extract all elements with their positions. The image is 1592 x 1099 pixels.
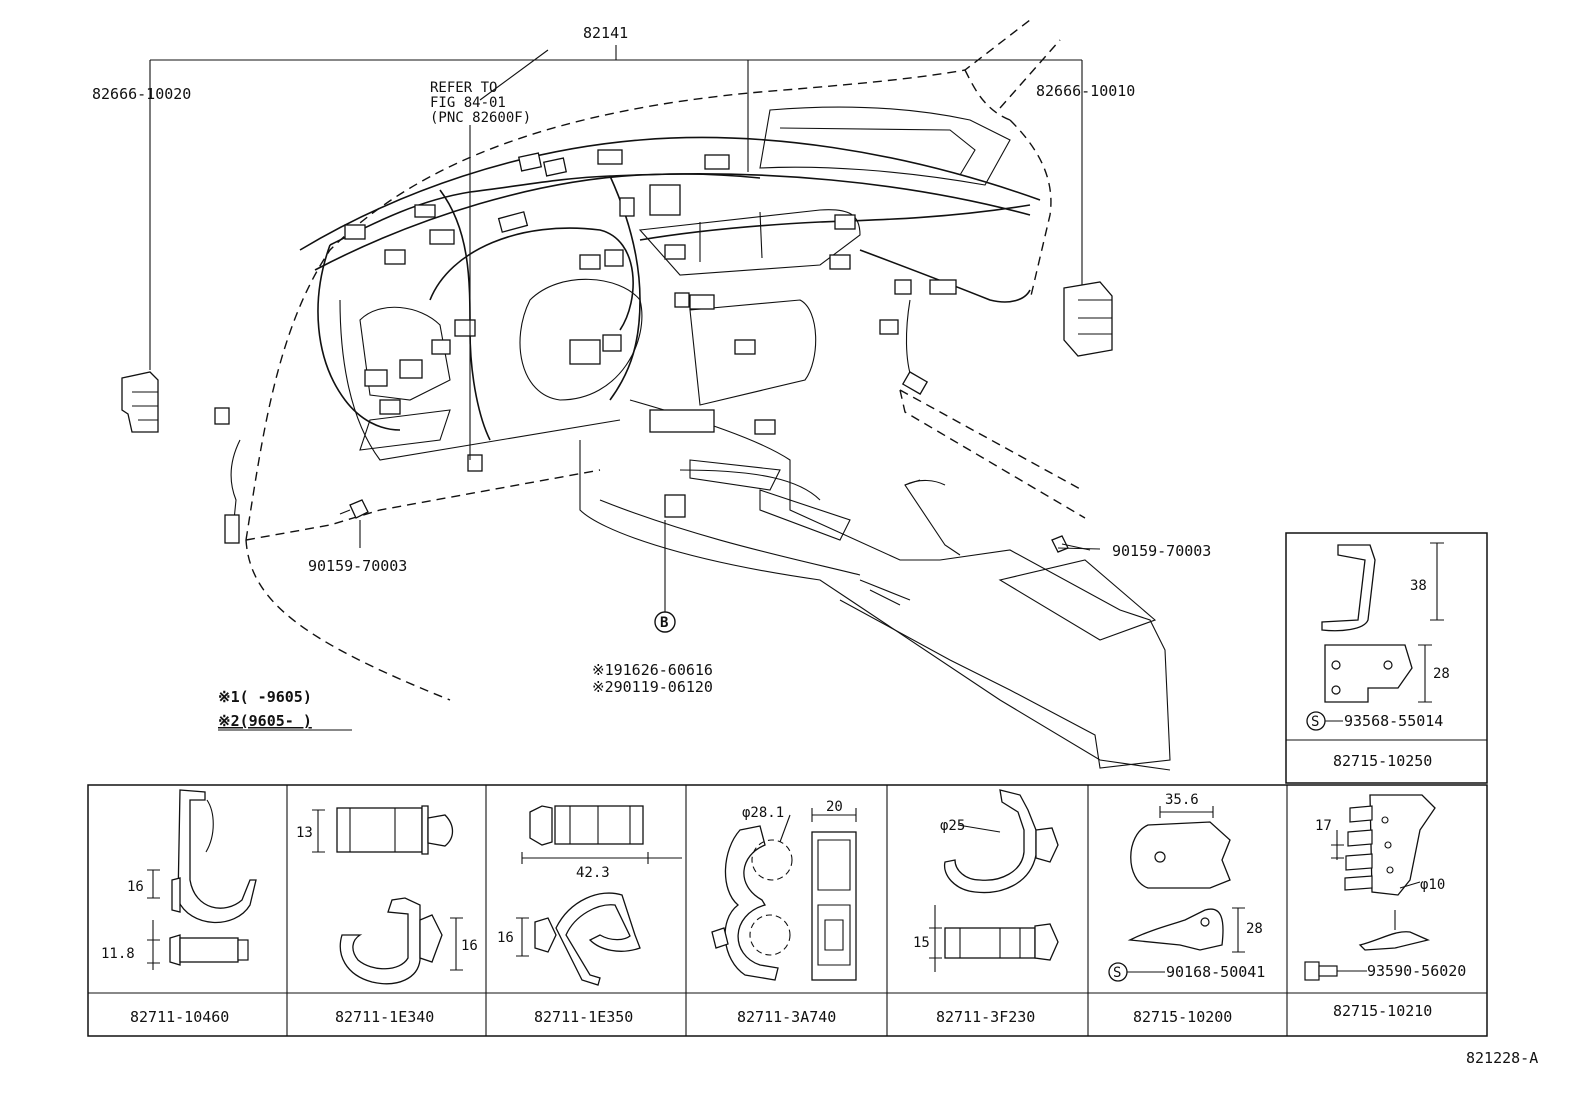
cell3-dim-42-3: 42.3 [576,865,610,881]
bolt-90159-70003-left [339,499,369,519]
figure-code: 821228-A [1466,1049,1538,1067]
cell2-dim-13: 13 [296,825,313,841]
cell6-marker-s: S [1113,965,1121,981]
instrument-panel-wire-harness-drawing [121,19,1171,771]
label-82715-10250: 82715-10250 [1333,752,1432,770]
cell7-dim-17: 17 [1315,818,1332,834]
clip-b-marker-circle [654,611,676,633]
refer-note-line2: FIG 84-01 [430,95,506,111]
detail-box-82715-10250: 38 28 S 93568-55014 82715-10250 [1285,532,1488,784]
cell7-sub-part: 93590-56020 [1367,962,1466,980]
detail-cell-82715-10200: 35.6 28 S 90168-50041 82715-10200 [1108,792,1265,1026]
cell4-part: 82711-3A740 [737,1008,836,1026]
cell6-dim-35-6: 35.6 [1165,792,1199,808]
detail-cell-82711-1E350: 42.3 16 82711-1E350 [497,805,682,1026]
dim-38: 38 [1410,578,1427,594]
label-82666-10020: 82666-10020 [92,85,191,103]
cell4-dim-20: 20 [826,799,843,815]
label-82666-10010: 82666-10010 [1036,82,1135,100]
clip-b-letter: B [660,615,668,631]
detail-cell-82715-10210: 17 φ10 93590-56020 82715-10210 [1304,794,1466,1020]
cell6-part: 82715-10200 [1133,1008,1232,1026]
screw-marker-s: S [1311,714,1319,730]
refer-note-line3: (PNC 82600F) [430,110,531,126]
detail-cell-82711-3F230: φ25 15 82711-3F230 [913,789,1059,1026]
screw-part-93568-55014: 93568-55014 [1344,712,1443,730]
cell3-dim-16: 16 [497,930,514,946]
label-82141: 82141 [583,24,628,42]
cell4-dim-phi28-1: φ28.1 [742,805,784,821]
cell6-sub-part: 90168-50041 [1166,963,1265,981]
cell1-part: 82711-10460 [130,1008,229,1026]
detail-cell-82711-10460: 16 11.8 82711-10460 [101,789,257,1026]
cell5-part: 82711-3F230 [936,1008,1035,1026]
label-bolt-left: 90159-70003 [308,557,407,575]
bolt-90159-70003-right [1051,535,1091,553]
cell5-dim-15: 15 [913,935,930,951]
legend-line1: ※1( -9605) [218,688,312,706]
detail-table [87,784,1488,1037]
label-clip-b-part2: ※290119-06120 [592,678,713,696]
bracket-82666-10020 [121,371,159,433]
legend-line2: ※2(9605- ) [218,712,312,730]
cell1-dim-16: 16 [127,879,144,895]
bracket-82666-10010 [1063,281,1113,357]
cell5-dim-phi25: φ25 [940,818,965,834]
detail-cell-82711-1E340: 13 16 82711-1E340 [296,805,478,1026]
cell7-dim-phi10: φ10 [1420,877,1445,893]
detail-cell-82711-3A740: φ28.1 20 82711-3A740 [711,799,857,1026]
cell7-part: 82715-10210 [1333,1002,1432,1020]
label-clip-b-part1: ※191626-60616 [592,661,713,679]
cell2-dim-16: 16 [461,938,478,954]
cell2-part: 82711-1E340 [335,1008,434,1026]
cell3-part: 82711-1E350 [534,1008,633,1026]
cell6-dim-28: 28 [1246,921,1263,937]
cell7-bolt [1304,961,1338,981]
cell1-dim-11-8: 11.8 [101,946,135,962]
refer-note-line1: REFER TO [430,80,497,96]
dim-28: 28 [1433,666,1450,682]
label-bolt-right: 90159-70003 [1112,542,1211,560]
